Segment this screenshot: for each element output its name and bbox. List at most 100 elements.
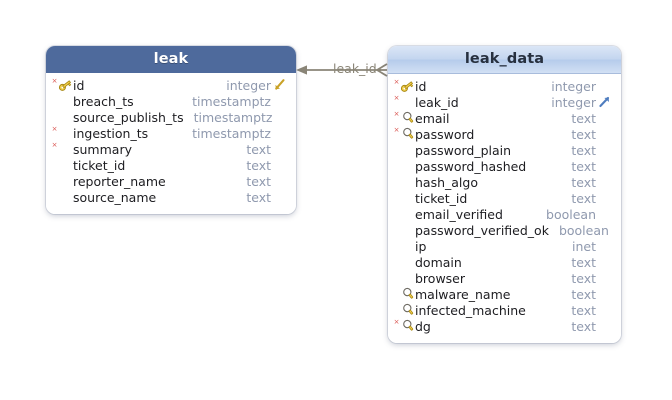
no-key-spacer bbox=[400, 207, 415, 221]
field-name: source_publish_ts bbox=[73, 109, 184, 125]
no-fk-spacer bbox=[597, 175, 612, 189]
field-type: text bbox=[571, 270, 596, 286]
field-type: text bbox=[246, 157, 271, 173]
field-name: dg bbox=[415, 318, 431, 334]
field-name: reporter_name bbox=[73, 173, 166, 189]
field-name: browser bbox=[415, 270, 466, 286]
field-row[interactable]: browser text bbox=[388, 270, 621, 286]
no-key-spacer bbox=[400, 159, 415, 173]
field-type: integer bbox=[226, 77, 271, 93]
field-type: boolean bbox=[558, 222, 609, 238]
no-key-spacer bbox=[400, 239, 415, 253]
foreign-key-arrow-icon bbox=[272, 78, 287, 92]
field-type: timestamptz bbox=[192, 93, 271, 109]
not-null-marker-icon: × bbox=[393, 78, 400, 86]
no-key-spacer bbox=[400, 223, 415, 237]
field-type: boolean bbox=[546, 206, 596, 222]
no-key-spacer bbox=[400, 95, 415, 109]
not-null-marker-icon: × bbox=[393, 126, 400, 134]
no-key-spacer bbox=[58, 142, 73, 156]
no-key-spacer bbox=[58, 110, 73, 124]
no-key-spacer bbox=[58, 158, 73, 172]
no-fk-spacer bbox=[597, 319, 612, 333]
no-key-spacer bbox=[400, 271, 415, 285]
field-type: text bbox=[246, 141, 271, 157]
field-name: ticket_id bbox=[73, 157, 126, 173]
no-fk-spacer bbox=[597, 255, 612, 269]
field-type: text bbox=[571, 286, 596, 302]
no-fk-spacer bbox=[597, 79, 612, 93]
field-name: password bbox=[415, 126, 475, 142]
no-key-spacer bbox=[400, 143, 415, 157]
no-key-spacer bbox=[400, 255, 415, 269]
field-type: text bbox=[571, 142, 596, 158]
field-name: id bbox=[73, 77, 85, 93]
field-type: text bbox=[246, 173, 271, 189]
no-fk-spacer bbox=[597, 111, 612, 125]
field-name: password_hashed bbox=[415, 158, 527, 174]
entity-title-leak_data[interactable]: leak_data bbox=[388, 46, 621, 74]
no-fk-spacer bbox=[597, 239, 612, 253]
not-null-marker-icon: × bbox=[393, 94, 400, 102]
field-row[interactable]: malware_name text bbox=[388, 286, 621, 302]
field-name: ingestion_ts bbox=[73, 125, 149, 141]
field-name: id bbox=[415, 78, 427, 94]
unique-key-icon bbox=[400, 287, 415, 301]
no-fk-spacer bbox=[597, 127, 612, 141]
field-row[interactable]: reporter_name text bbox=[46, 173, 296, 189]
field-row[interactable]: ticket_id text bbox=[46, 157, 296, 173]
field-name: malware_name bbox=[415, 286, 511, 302]
no-key-spacer bbox=[400, 191, 415, 205]
field-type: timestamptz bbox=[193, 109, 273, 125]
unique-key-icon bbox=[400, 319, 415, 333]
field-name: password_verified_ok bbox=[415, 222, 549, 238]
no-fk-spacer bbox=[272, 142, 287, 156]
no-fk-spacer bbox=[597, 287, 612, 301]
field-type: inet bbox=[572, 238, 596, 254]
field-type: integer bbox=[551, 94, 596, 110]
unique-key-icon bbox=[400, 111, 415, 125]
field-type: text bbox=[571, 110, 596, 126]
no-key-spacer bbox=[58, 190, 73, 204]
field-row[interactable]: breach_ts timestamptz bbox=[46, 93, 296, 109]
no-key-spacer bbox=[58, 94, 73, 108]
primary-key-icon bbox=[400, 79, 415, 93]
field-name: source_name bbox=[73, 189, 157, 205]
no-key-spacer bbox=[58, 174, 73, 188]
field-row[interactable]: password_verified_ok boolean bbox=[388, 222, 621, 238]
field-row[interactable]: source_publish_ts timestamptz bbox=[46, 109, 296, 125]
field-type: text bbox=[571, 174, 596, 190]
foreign-key-arrow-icon bbox=[597, 95, 612, 109]
relationship-label[interactable]: leak_id bbox=[333, 61, 377, 76]
entity-title-leak[interactable]: leak bbox=[46, 46, 296, 73]
no-fk-spacer bbox=[274, 110, 289, 124]
field-name: breach_ts bbox=[73, 93, 134, 109]
no-key-spacer bbox=[58, 126, 73, 140]
field-name: infected_machine bbox=[415, 302, 526, 318]
no-fk-spacer bbox=[597, 191, 612, 205]
field-type: text bbox=[571, 190, 596, 206]
field-type: text bbox=[571, 318, 596, 334]
field-type: text bbox=[571, 254, 596, 270]
field-name: summary bbox=[73, 141, 132, 157]
